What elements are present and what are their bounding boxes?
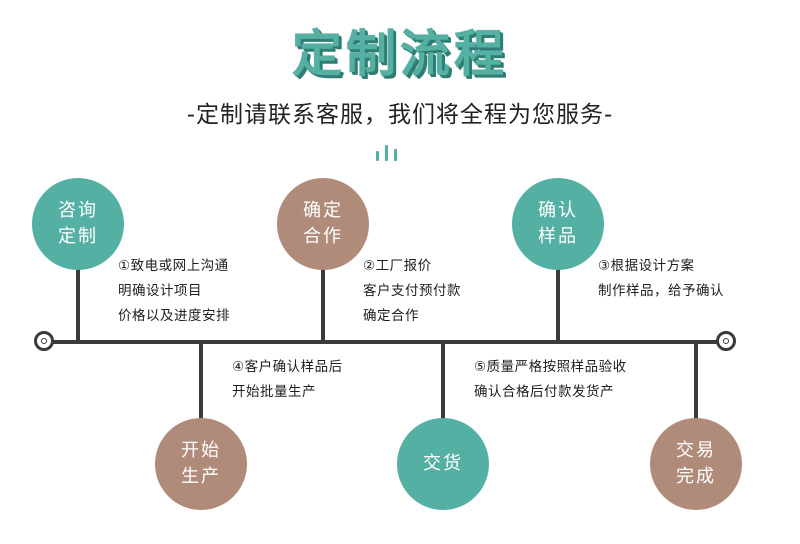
decorative-bars xyxy=(374,143,400,161)
timeline-start-ring-icon xyxy=(34,331,54,351)
step-2-circle: 确定 合作 xyxy=(277,178,369,270)
stem-step-4 xyxy=(199,342,203,432)
page-title: 定制流程 xyxy=(292,25,508,83)
step-4-description: ④客户确认样品后 开始批量生产 xyxy=(232,359,343,400)
step-5-description: ⑤质量严格按照样品验收 确认合格后付款发货产 xyxy=(474,359,627,400)
timeline-line xyxy=(40,340,730,344)
stem-step-2 xyxy=(321,240,325,342)
stem-step-5 xyxy=(441,342,445,432)
step-3-description: ③根据设计方案 制作样品，给予确认 xyxy=(598,258,724,299)
step-1-circle: 咨询 定制 xyxy=(32,178,124,270)
step-4-circle: 开始 生产 xyxy=(155,418,247,510)
page-subtitle: -定制请联系客服，我们将全程为您服务- xyxy=(186,102,614,128)
stem-step-1 xyxy=(76,240,80,342)
step-5-circle: 交货 xyxy=(397,418,489,510)
step-3-circle: 确认 样品 xyxy=(512,178,604,270)
stem-step-3 xyxy=(556,240,560,342)
step-6-circle: 交易 完成 xyxy=(650,418,742,510)
step-2-description: ②工厂报价 客户支付预付款 确定合作 xyxy=(363,258,461,324)
stem-step-6 xyxy=(694,342,698,432)
timeline-end-ring-icon xyxy=(716,331,736,351)
step-1-description: ①致电或网上沟通 明确设计项目 价格以及进度安排 xyxy=(118,258,230,324)
